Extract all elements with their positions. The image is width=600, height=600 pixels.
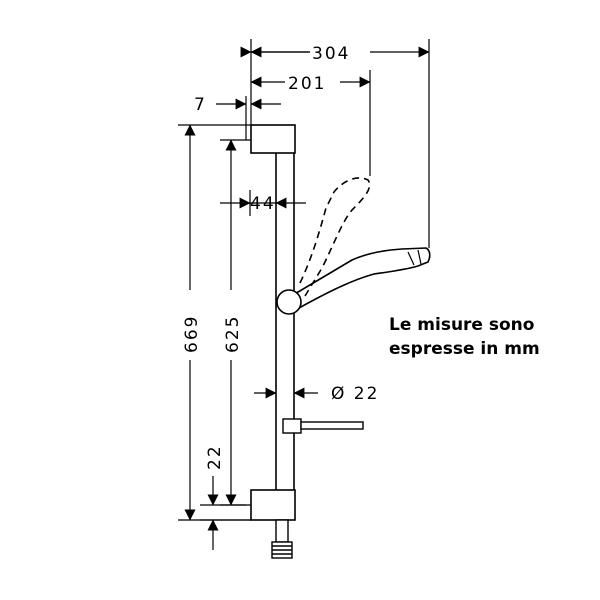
dim-201: 201 xyxy=(288,74,326,94)
hose-connector xyxy=(271,519,293,559)
hand-shower-tilted-outline xyxy=(299,177,371,297)
dim-44: 44 xyxy=(250,194,276,214)
units-note: Le misure sono espresse in mm xyxy=(389,313,540,361)
soap-shelf xyxy=(282,418,364,434)
dim-diameter-22: Ø 22 xyxy=(331,384,379,404)
dim-7: 7 xyxy=(194,95,207,115)
dim-625: 625 xyxy=(223,315,243,353)
shower-rail xyxy=(275,153,295,490)
units-note-line-2: espresse in mm xyxy=(389,339,540,359)
dim-22-bottom: 22 xyxy=(205,444,225,470)
dim-304: 304 xyxy=(312,44,350,64)
bottom-bracket xyxy=(250,489,296,521)
top-bracket xyxy=(250,124,296,154)
units-note-line-1: Le misure sono xyxy=(389,315,535,335)
hand-shower xyxy=(276,247,431,315)
dim-669: 669 xyxy=(182,315,202,353)
dimension-lines xyxy=(178,39,430,550)
